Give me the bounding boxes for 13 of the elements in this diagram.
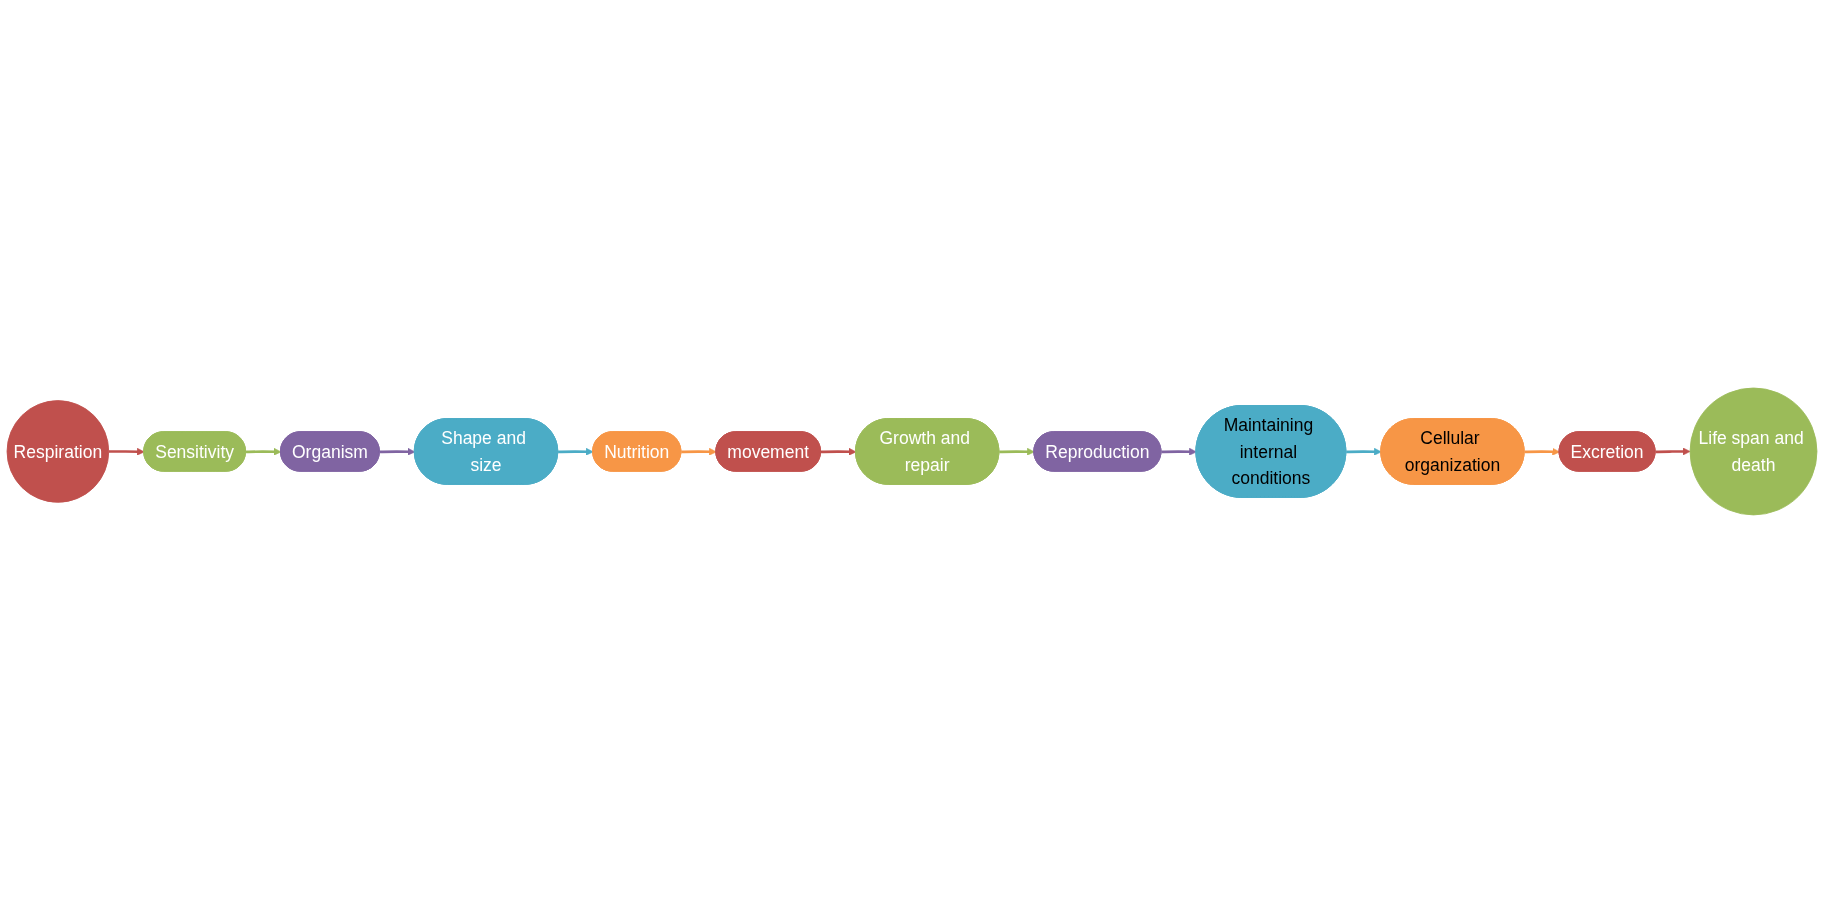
arrow bbox=[1524, 447, 1560, 456]
arrow bbox=[245, 447, 282, 456]
arrow bbox=[681, 447, 717, 456]
arrow bbox=[1346, 447, 1382, 456]
arrow bbox=[1161, 447, 1197, 456]
node-circle: Respiration bbox=[6, 400, 110, 503]
arrow bbox=[108, 447, 145, 456]
node-circle: Life span and death bbox=[1689, 387, 1818, 516]
arrow bbox=[1655, 447, 1691, 456]
arrow bbox=[558, 447, 594, 456]
arrow bbox=[999, 447, 1035, 456]
arrow bbox=[379, 447, 416, 456]
arrow bbox=[820, 447, 857, 456]
